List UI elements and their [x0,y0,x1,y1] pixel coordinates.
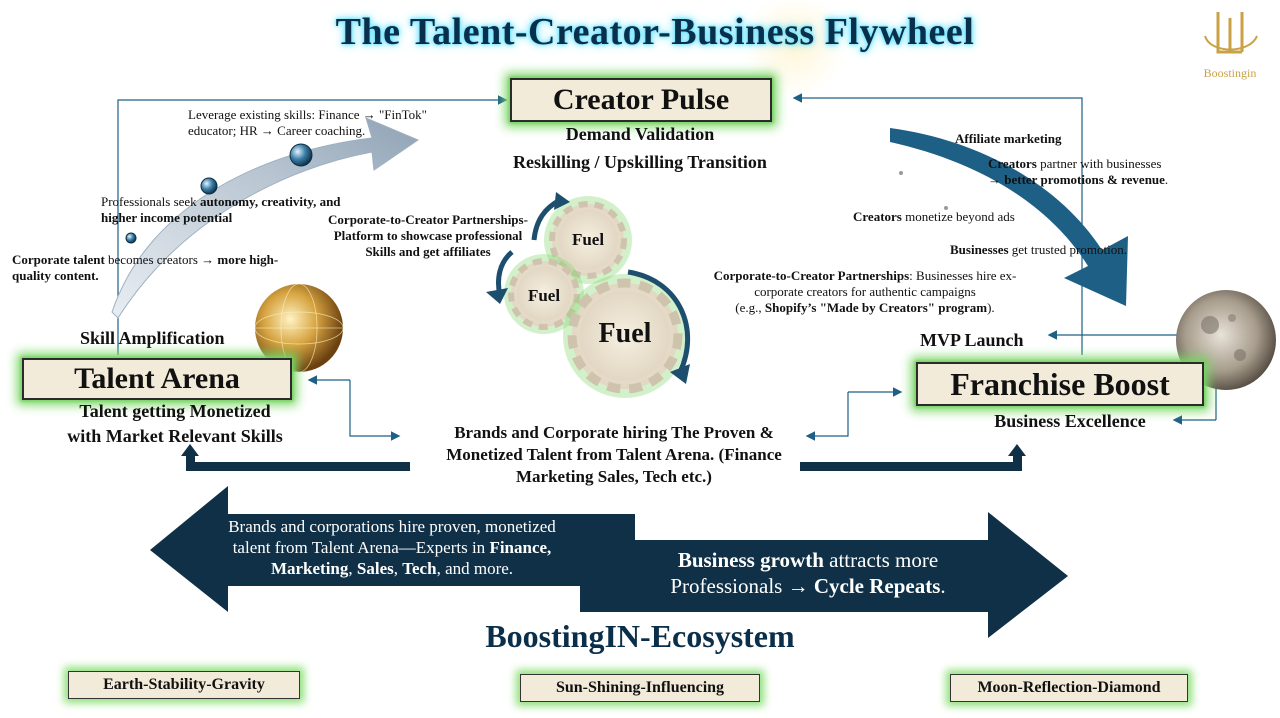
partnership-note: Corporate-to-Creator Partnerships- Platf… [318,212,538,260]
c2c-1b: : Businesses hire ex- [909,268,1017,283]
arrow-left-3e: Tech [402,559,437,578]
arrow-left-line-1: Brands and corporations hire proven, mon… [228,517,556,536]
footer-sun[interactable]: Sun-Shining-Influencing [520,674,760,702]
monetize-b: monetize beyond ads [901,209,1015,224]
arrow-right-2b: Cycle Repeats [813,574,941,598]
professionals-note: Professionals seek autonomy, creativity,… [101,194,401,226]
gear-small-top [544,196,632,284]
corp-line-1b: becomes creators → [104,252,218,267]
creator-pulse-node[interactable]: Creator Pulse [510,78,772,122]
arrow-left-3f: , and more. [436,559,514,578]
footer-earth[interactable]: Earth-Stability-Gravity [68,671,300,699]
c2c-3a: (e.g., [735,300,765,315]
creators-line-2: → better promotions & revenue [988,172,1165,187]
talent-arena-sub1: Talent getting Monetized [79,401,271,421]
creators-partner-note: Creators partner with businesses → bette… [988,156,1169,187]
corp-line-1a: Corporate talent [12,252,105,267]
page-title: The Talent-Creator-Business Flywheel [335,11,975,53]
brands-line-2: Monetized Talent from Talent Arena. (Fin… [446,445,782,464]
monetize-note: Creators monetize beyond ads [853,209,1053,225]
c2c-note: Corporate-to-Creator Partnerships: Busin… [670,268,1060,316]
partner-line-2: Platform to showcase professional [333,228,523,243]
arrow-left-3d: , [393,559,403,578]
partner-line-3: Skills and get affiliates [365,244,491,259]
franchise-boost-above: MVP Launch [920,330,1024,350]
gear-label-top: Fuel [571,230,605,249]
arrow-right-shape [580,512,1068,638]
gear-large [563,274,687,398]
creator-pulse-sub1: Demand Validation [565,124,715,144]
arrow-right-2a: Professionals → [670,574,814,598]
partner-line-1: Corporate-to-Creator Partnerships- [328,212,528,227]
c2c-1a: Corporate-to-Creator Partnerships [713,268,910,283]
talent-arena-sub2: with Market Relevant Skills [67,426,283,446]
franchise-boost-label: Franchise Boost [950,366,1170,402]
arrow-left-line-2a: talent from Talent Arena—Experts in [232,538,490,557]
earth-icon [254,283,344,373]
businesses-note: Businesses get trusted promotion. [950,242,1160,258]
sun-icon [743,0,847,97]
orb-medium [200,177,218,195]
affiliate-arrow [890,128,1128,306]
arrow-left-3a: Marketing [270,559,349,578]
ecosystem-title: BoostingIN-Ecosystem [485,618,795,654]
brands-line-3: Marketing Sales, Tech etc.) [516,467,712,486]
arrow-right-1b: attracts more [823,548,939,572]
talent-arena-label: Talent Arena [74,362,240,395]
prof-line-2: higher income potential [101,210,233,225]
talent-arena-node[interactable]: Talent Arena [22,358,292,400]
creator-pulse-label: Creator Pulse [552,83,730,116]
orb-small [125,232,137,244]
arrow-right-2c: . [940,574,946,598]
c2c-3c: ). [987,300,995,315]
logo-icon [1204,12,1258,54]
monetize-a: Creators [853,209,902,224]
franchise-boost-sub: Business Excellence [994,411,1146,431]
talent-arena-above: Skill Amplification [80,328,225,348]
brands-hiring-text: Brands and Corporate hiring The Proven &… [408,422,820,488]
arrow-left-line-2b: Finance, [489,538,552,557]
gear-label-left: Fuel [527,286,561,305]
logo-text: Boostingin [1203,66,1257,80]
c2c-3b: Shopify’s "Made by Creators" program [764,300,988,315]
arrow-right-text: Business growth attracts more Profession… [610,547,1006,599]
arrow-right-1a: Business growth [677,548,824,572]
growth-arrow [111,117,420,319]
leverage-line-1: Leverage existing skills: Finance → "Fin… [188,107,427,122]
prof-line-1b: autonomy, creativity, and [199,194,341,209]
creators-line-1a: Creators [988,156,1037,171]
leverage-line-2: educator; HR → Career coaching. [188,123,366,138]
gear-small-left [504,254,584,334]
corp-line-2: quality content. [12,268,99,283]
prof-line-1a: Professionals seek [101,194,200,209]
orb-large [289,143,313,167]
footer-moon[interactable]: Moon-Reflection-Diamond [950,674,1188,702]
gear-label-large: Fuel [598,318,652,349]
corp-line-1c: more high- [217,252,279,267]
arrow-left-3c: Sales [356,559,394,578]
leverage-note: Leverage existing skills: Finance → "Fin… [188,107,468,139]
affiliate-note: Affiliate marketing [955,131,1062,146]
businesses-a: Businesses [950,242,1009,257]
arrow-left-shape [150,486,635,612]
arrow-left-text: Brands and corporations hire proven, mon… [188,516,596,579]
corporate-talent-note: Corporate talent becomes creators → more… [12,252,342,284]
brands-line-1: Brands and Corporate hiring The Proven & [454,423,774,442]
c2c-2: corporate creators for authentic campaig… [754,284,976,299]
franchise-boost-node[interactable]: Franchise Boost [916,362,1204,406]
businesses-b: get trusted promotion. [1008,242,1127,257]
creators-line-1b: partner with businesses [1036,156,1162,171]
arrow-left-3b: , [348,559,357,578]
creator-pulse-sub2: Reskilling / Upskilling Transition [513,152,767,172]
